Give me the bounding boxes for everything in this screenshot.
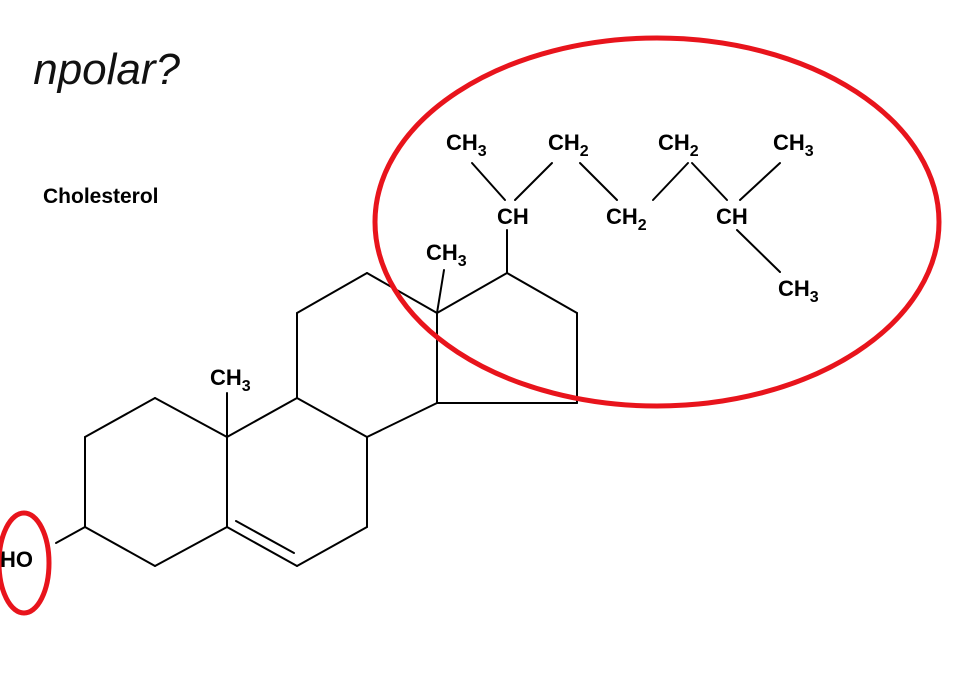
ring-a-bonds	[55, 397, 228, 567]
chain-ch-right: CH	[716, 204, 748, 229]
methyl-label-ring-c: CH3	[426, 240, 467, 270]
methyl-label-ring-a: CH3	[210, 365, 251, 395]
methyl-bonds	[226, 269, 445, 438]
molecule-name: Cholesterol	[43, 185, 159, 208]
chain-ch-left: CH	[497, 204, 529, 229]
chain-ch2-top-b: CH2	[658, 130, 699, 160]
side-chain-bonds	[471, 162, 781, 274]
chain-ch3-bottom: CH3	[778, 276, 819, 306]
ring-d-bonds	[436, 272, 578, 404]
chain-ch2-top-a: CH2	[548, 130, 589, 160]
chain-ch2-mid: CH2	[606, 204, 647, 234]
hydroxyl-label: HO	[0, 547, 33, 572]
nonpolar-region-highlight	[372, 35, 942, 409]
ring-c-bonds	[296, 272, 438, 438]
question-text: npolar?	[33, 45, 180, 94]
chain-ch3-right: CH3	[773, 130, 814, 160]
ring-b-bonds	[226, 397, 368, 567]
polar-region-highlight	[0, 510, 52, 616]
chain-ch3-left: CH3	[446, 130, 487, 160]
